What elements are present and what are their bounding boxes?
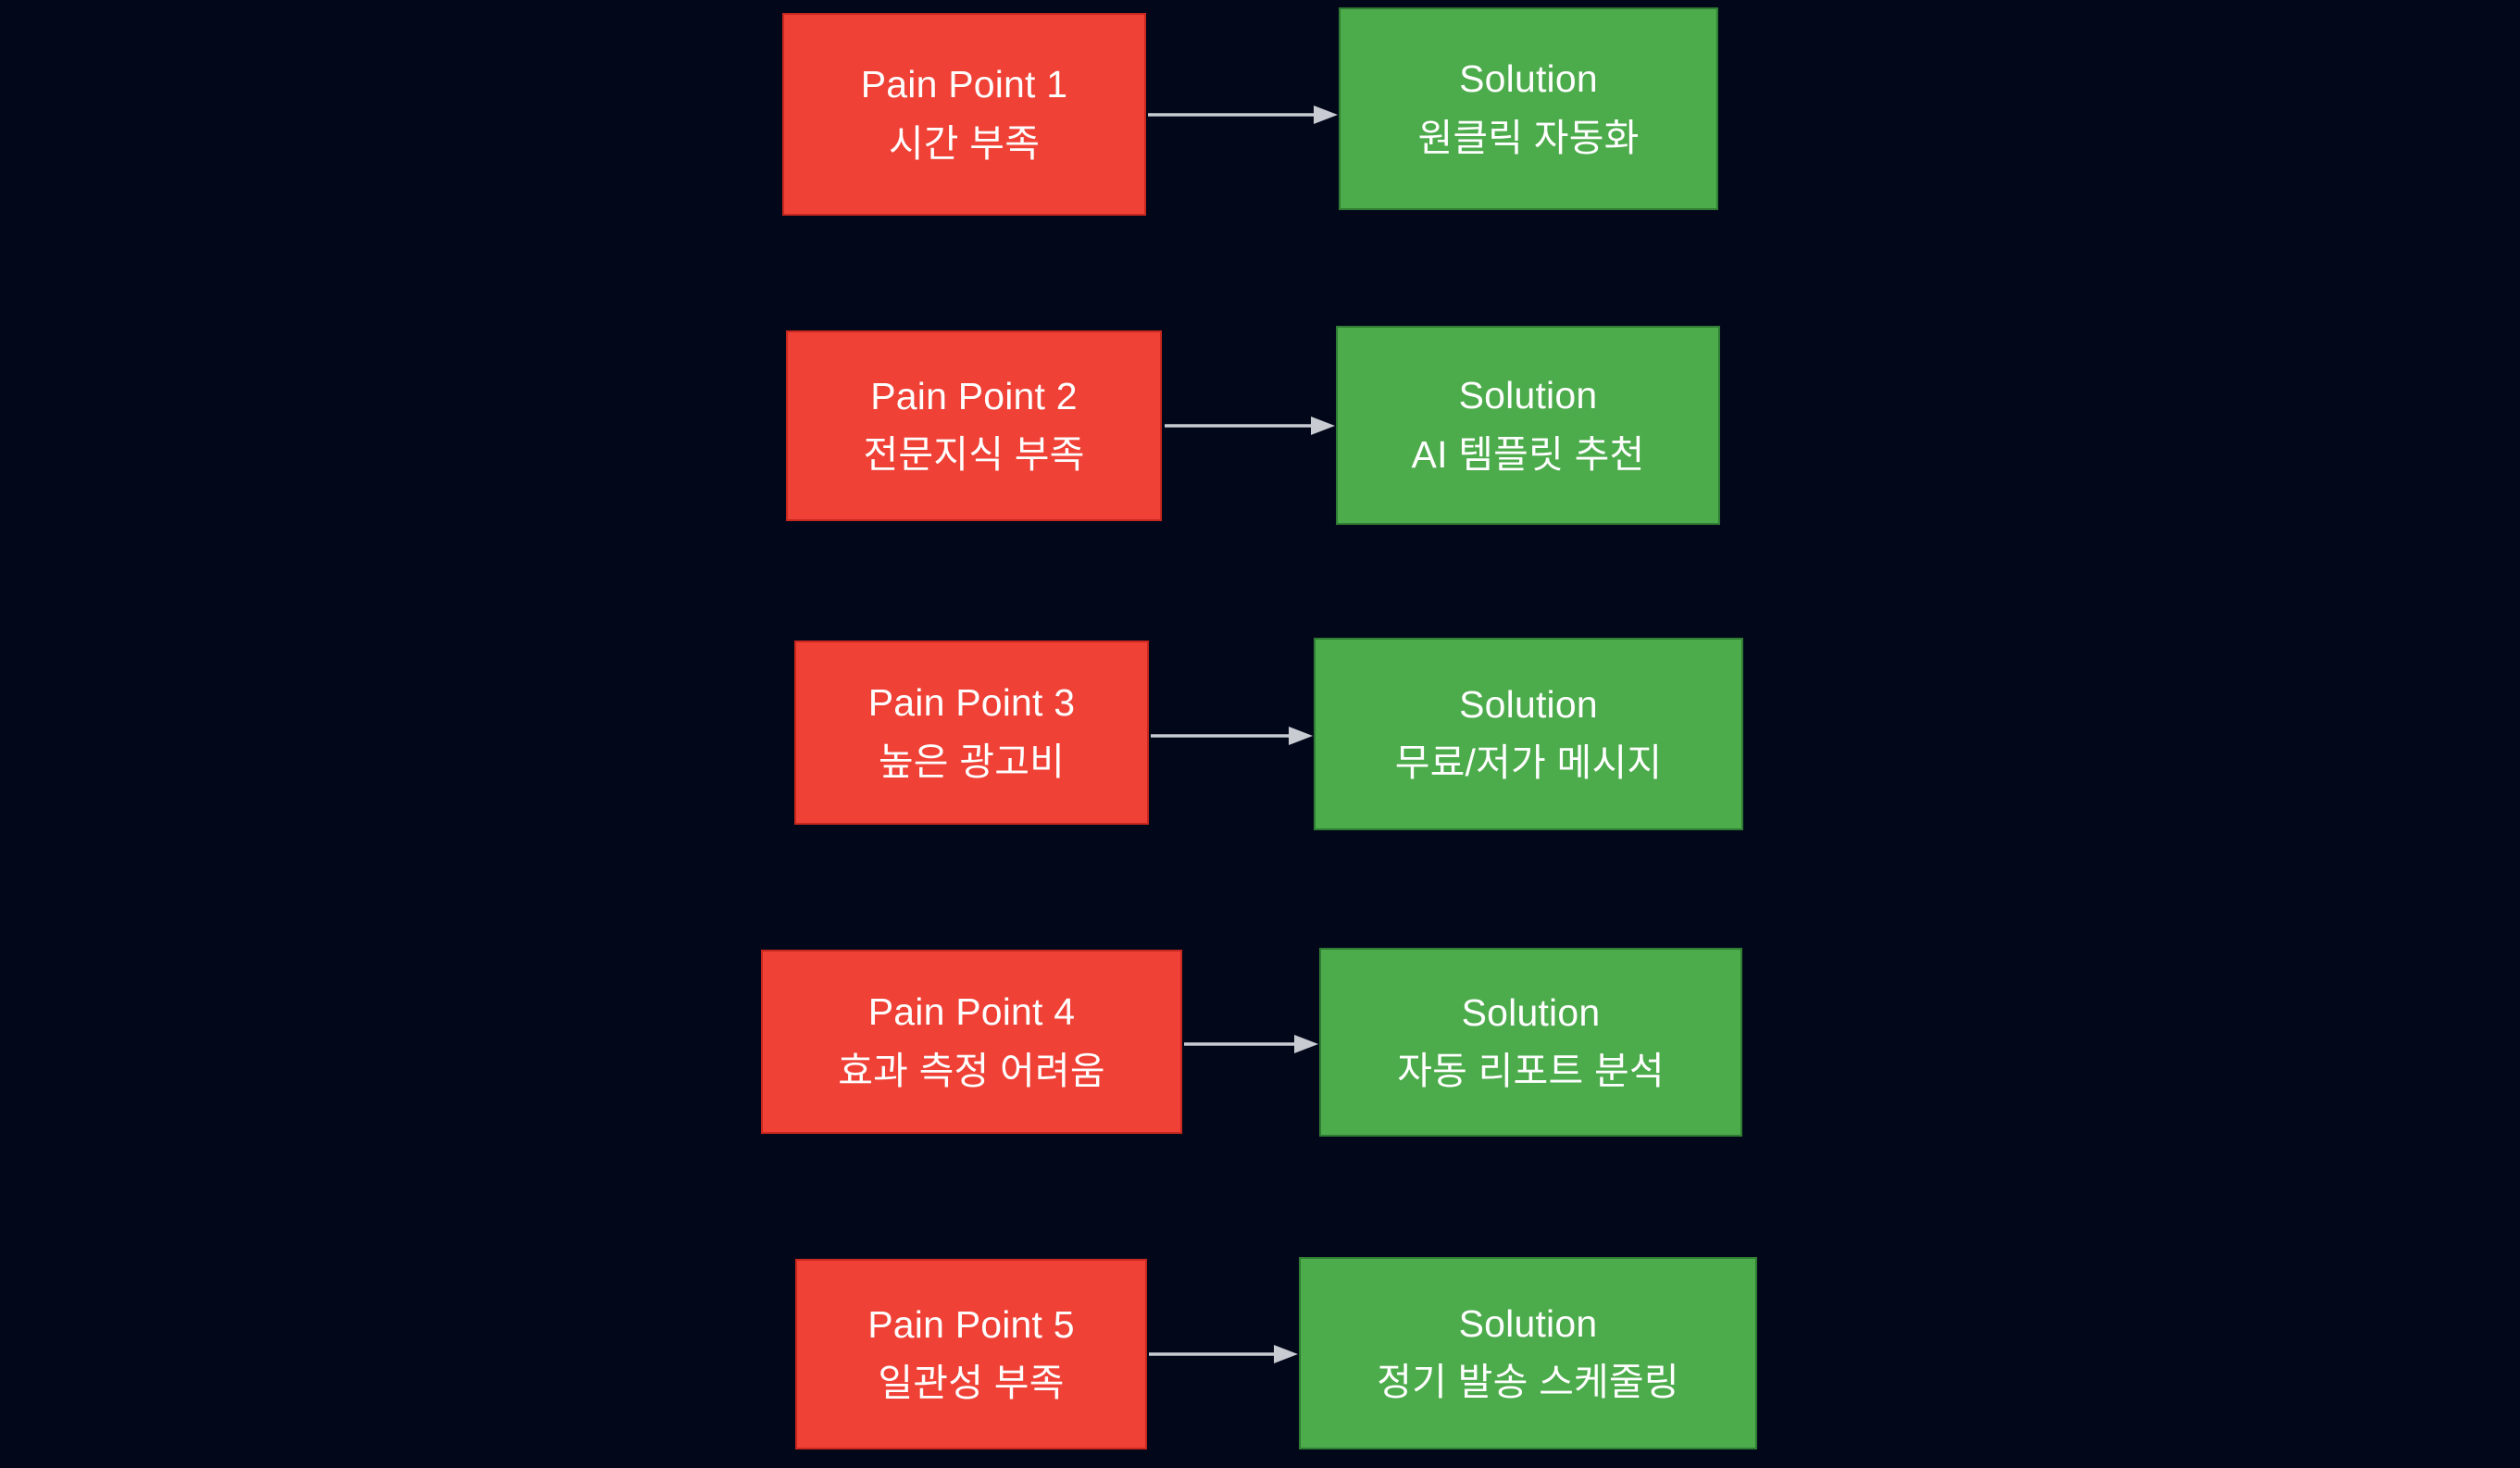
solution-title: Solution: [1458, 1301, 1598, 1345]
arrow-right-icon: [1148, 105, 1338, 125]
solution-node-3[interactable]: Solution 무료/저가 메시지: [1314, 638, 1743, 830]
pain-point-title: Pain Point 4: [867, 990, 1076, 1034]
arrow-right-icon: [1184, 1034, 1318, 1054]
arrow-right-icon: [1151, 726, 1313, 746]
solution-title: Solution: [1458, 374, 1598, 417]
pain-point-detail: 시간 부족: [888, 121, 1041, 165]
pain-point-node-5[interactable]: Pain Point 5 일관성 부족: [795, 1259, 1147, 1449]
pain-point-node-1[interactable]: Pain Point 1 시간 부족: [782, 13, 1146, 216]
pain-point-title: Pain Point 1: [860, 63, 1068, 106]
solution-title: Solution: [1459, 682, 1598, 726]
pain-point-detail: 일관성 부족: [878, 1362, 1065, 1404]
solution-title: Solution: [1461, 990, 1601, 1034]
solution-node-2[interactable]: Solution AI 템플릿 추천: [1336, 326, 1720, 525]
solution-detail: 정기 발송 스케줄링: [1377, 1361, 1679, 1403]
arrow-right-icon: [1149, 1344, 1298, 1364]
pain-point-detail: 효과 측정 어려움: [838, 1049, 1105, 1092]
solution-detail: 자동 리포트 분석: [1397, 1050, 1665, 1092]
pain-point-title: Pain Point 3: [867, 681, 1076, 725]
solution-detail: AI 템플릿 추천: [1411, 432, 1645, 476]
solution-detail: 무료/저가 메시지: [1394, 741, 1663, 784]
pain-point-detail: 전문지식 부족: [863, 433, 1085, 476]
pain-point-node-4[interactable]: Pain Point 4 효과 측정 어려움: [761, 950, 1182, 1134]
pain-point-detail: 높은 광고비: [878, 740, 1066, 783]
pain-point-title: Pain Point 2: [870, 374, 1078, 417]
arrow-right-icon: [1165, 416, 1335, 436]
pain-point-node-2[interactable]: Pain Point 2 전문지식 부족: [786, 330, 1162, 521]
solution-title: Solution: [1459, 57, 1598, 101]
pain-point-title: Pain Point 5: [867, 1302, 1075, 1346]
solution-node-5[interactable]: Solution 정기 발송 스케줄링: [1299, 1257, 1757, 1449]
solution-detail: 원클릭 자동화: [1417, 116, 1640, 159]
pain-point-node-3[interactable]: Pain Point 3 높은 광고비: [794, 641, 1149, 825]
solution-node-4[interactable]: Solution 자동 리포트 분석: [1319, 948, 1742, 1137]
solution-node-1[interactable]: Solution 원클릭 자동화: [1339, 7, 1718, 210]
